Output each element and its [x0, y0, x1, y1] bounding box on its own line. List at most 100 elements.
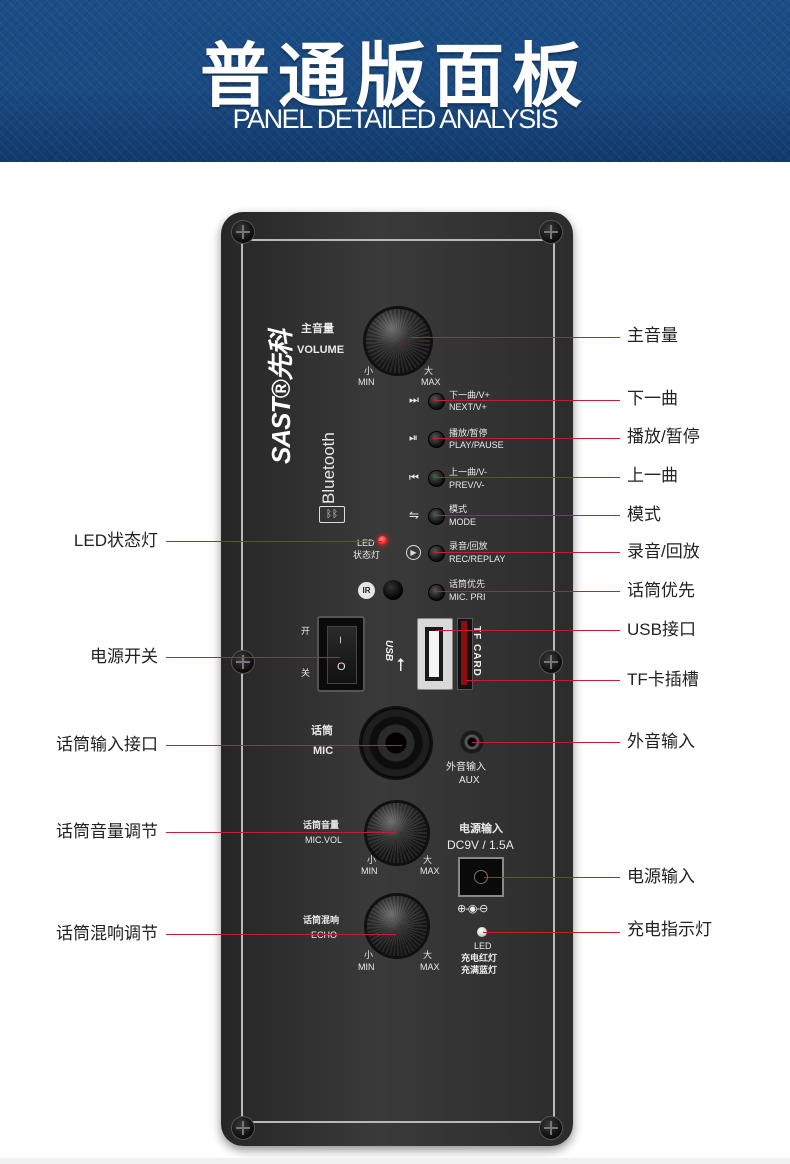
callout-line: [166, 745, 402, 746]
next-label-cn: 下一曲/V+: [449, 390, 490, 400]
callout-line: [484, 877, 620, 878]
rec-replay-button[interactable]: [428, 545, 445, 562]
play-label-en: PLAY/PAUSE: [449, 440, 504, 450]
prev-track-icon: ⏮: [409, 472, 419, 484]
callout-mic-volume: 话筒音量调节: [56, 822, 158, 841]
record-icon: ▶: [406, 545, 421, 560]
callout-line: [166, 541, 382, 542]
volume-min-cn: 小: [364, 366, 374, 376]
power-switch-rocker[interactable]: – O: [327, 626, 357, 684]
mic-label-en: MIC: [313, 745, 334, 757]
callout-rec-replay: 录音/回放: [627, 542, 700, 561]
callout-play-pause: 播放/暂停: [627, 427, 700, 446]
callout-line: [436, 630, 620, 631]
usb-icon: ⭢: [389, 657, 410, 672]
power-input-label: 电源输入: [459, 823, 503, 835]
callout-main-volume: 主音量: [627, 326, 678, 345]
page-title: 普通版面板: [200, 35, 590, 117]
dc-power-jack[interactable]: [458, 857, 504, 897]
power-input-spec: DC9V / 1.5A: [447, 838, 514, 852]
bluetooth-icon: ᛒᛒ: [319, 506, 345, 523]
volume-max-cn: 大: [424, 366, 434, 376]
prev-button[interactable]: [428, 470, 445, 487]
bluetooth-label: Bluetooth: [319, 432, 338, 504]
callout-prev: 上一曲: [627, 466, 678, 485]
usb-port-tongue: [429, 631, 439, 677]
aux-label-en: AUX: [459, 775, 480, 786]
play-pause-button[interactable]: [428, 431, 445, 448]
micvol-label-en: MIC.VOL: [305, 835, 343, 845]
mic-input-jack[interactable]: [361, 708, 431, 778]
switch-off-mark: O: [337, 661, 346, 673]
mode-button[interactable]: [428, 508, 445, 525]
mic-volume-knob[interactable]: [367, 803, 427, 863]
led-label-en: LED: [357, 538, 375, 548]
switch-off-label: 关: [301, 668, 311, 678]
play-label-cn: 播放/暂停: [449, 428, 488, 438]
power-switch[interactable]: – O: [317, 616, 365, 692]
micvol-max-en: MAX: [420, 866, 440, 876]
callout-power-input: 电源输入: [627, 867, 695, 886]
screw-icon: [231, 650, 255, 674]
micvol-label-cn: 话筒音量: [303, 820, 340, 830]
control-panel: SAST®先科 Bluetooth ᛒᛒ 主音量 VOLUME 小 MIN 大 …: [221, 212, 573, 1146]
callout-power-switch: 电源开关: [90, 647, 158, 666]
next-label-en: NEXT/V+: [449, 402, 487, 412]
mode-icon: ⇋: [409, 508, 420, 522]
echo-label-cn: 话筒混响: [303, 915, 340, 925]
switch-on-mark: –: [334, 636, 349, 644]
echo-min-cn: 小: [364, 950, 374, 960]
brand-logo: SAST®先科: [261, 331, 298, 465]
aux-label-cn: 外音输入: [446, 762, 486, 773]
callout-line: [472, 742, 620, 743]
ir-receiver: [383, 580, 403, 600]
callout-line: [434, 591, 620, 592]
charge-led-line1: LED: [474, 941, 492, 951]
callout-line: [166, 657, 340, 658]
brand-name: SAST®先科: [266, 330, 296, 465]
polarity-icon: ⊕-◉-⊖: [457, 903, 488, 915]
prev-label-cn: 上一曲/V-: [449, 467, 488, 477]
mic-priority-button[interactable]: [428, 584, 445, 601]
callout-tf-card: TF卡插槽: [627, 670, 699, 689]
callout-mic-input: 话筒输入接口: [56, 735, 158, 754]
panel-frame: [241, 239, 555, 1123]
main-volume-knob[interactable]: [366, 309, 430, 373]
callout-line: [434, 515, 620, 516]
echo-knob[interactable]: [367, 896, 427, 956]
callout-line: [483, 932, 620, 933]
prev-label-en: PREV/V-: [449, 480, 485, 490]
rec-label-cn: 录音/回放: [449, 541, 488, 551]
charge-led-line3: 充满蓝灯: [461, 965, 498, 975]
micvol-min-cn: 小: [367, 855, 377, 865]
micvol-max-cn: 大: [423, 855, 433, 865]
usb-port[interactable]: [417, 618, 453, 690]
callout-mode: 模式: [627, 505, 661, 524]
ir-icon: IR: [358, 582, 375, 599]
callout-aux: 外音输入: [627, 732, 695, 751]
volume-max-en: MAX: [421, 377, 441, 387]
micpri-label-cn: 话筒优先: [449, 579, 486, 589]
mic-label-cn: 话筒: [311, 725, 333, 737]
micvol-min-en: MIN: [361, 866, 378, 876]
micpri-label-en: MIC. PRI: [449, 592, 486, 602]
charge-led-line2: 充电红灯: [461, 953, 498, 963]
screw-icon: [231, 220, 255, 244]
next-button[interactable]: [428, 393, 445, 410]
usb-port-slot: [425, 627, 443, 681]
callout-echo: 话筒混响调节: [56, 924, 158, 943]
tf-slot-opening: [461, 621, 467, 685]
callout-usb: USB接口: [627, 620, 696, 639]
screw-icon: [539, 220, 563, 244]
status-led: [378, 536, 387, 545]
rec-label-en: REC/REPLAY: [449, 554, 506, 564]
tf-card-label: TF CARD: [471, 626, 482, 677]
next-track-icon: ⏭: [409, 394, 419, 406]
volume-min-en: MIN: [358, 377, 375, 387]
echo-max-en: MAX: [420, 962, 440, 972]
tf-card-slot[interactable]: [457, 618, 473, 690]
callout-line: [434, 552, 620, 553]
echo-min-en: MIN: [358, 962, 375, 972]
mode-label-cn: 模式: [449, 504, 468, 514]
callout-next: 下一曲: [627, 389, 678, 408]
